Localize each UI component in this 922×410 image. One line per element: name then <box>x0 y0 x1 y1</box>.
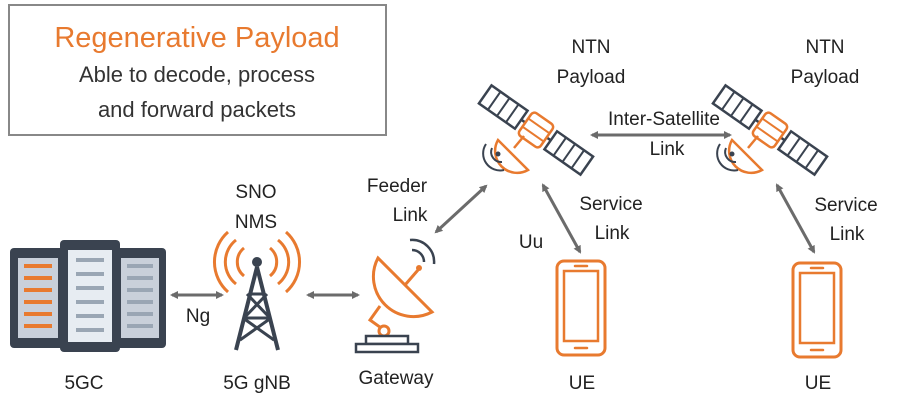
ue2-label: UE <box>805 373 831 394</box>
service-link-2-arrow <box>775 183 816 254</box>
gateway-label: Gateway <box>359 368 434 389</box>
satellite-2-icon <box>709 81 831 179</box>
ue-2-phone-icon <box>791 261 843 359</box>
service2-label-2: Link <box>830 224 865 245</box>
feeder-label-1: Feeder <box>367 176 428 197</box>
callout-line-1: Able to decode, process <box>79 62 315 87</box>
ue1-label: UE <box>569 373 595 394</box>
gnb-label: 5G gNB <box>223 373 291 394</box>
service1-label-1: Service <box>579 194 642 215</box>
server-rack-icon <box>10 240 166 352</box>
service2-label-1: Service <box>814 195 877 216</box>
regenerative-payload-callout: Regenerative Payload Able to decode, pro… <box>8 4 387 136</box>
service1-label-2: Link <box>595 223 630 244</box>
isl-label-2: Link <box>650 139 685 160</box>
core-label: 5GC <box>64 373 103 394</box>
isl-label-1: Inter-Satellite <box>608 109 720 130</box>
gateway-dish-icon <box>354 238 436 354</box>
satellite-1-icon <box>475 81 597 179</box>
ue-1-phone-icon <box>555 259 607 357</box>
gnb-top-label-1: SNO <box>235 182 276 203</box>
feeder-label-2: Link <box>393 205 428 226</box>
ng-label: Ng <box>186 306 210 327</box>
callout-title: Regenerative Payload <box>54 22 339 54</box>
sat1-label-1: NTN <box>571 37 610 58</box>
cell-tower-icon <box>213 230 301 351</box>
callout-line-2: and forward packets <box>98 97 296 122</box>
uu-label: Uu <box>519 232 543 253</box>
gnb-top-label-2: NMS <box>235 212 277 233</box>
service-link-1-arrow <box>541 183 582 254</box>
sat2-label-1: NTN <box>805 37 844 58</box>
sat1-label-2: Payload <box>557 67 626 88</box>
sat2-label-2: Payload <box>791 67 860 88</box>
feeder-link-arrow <box>434 184 488 234</box>
